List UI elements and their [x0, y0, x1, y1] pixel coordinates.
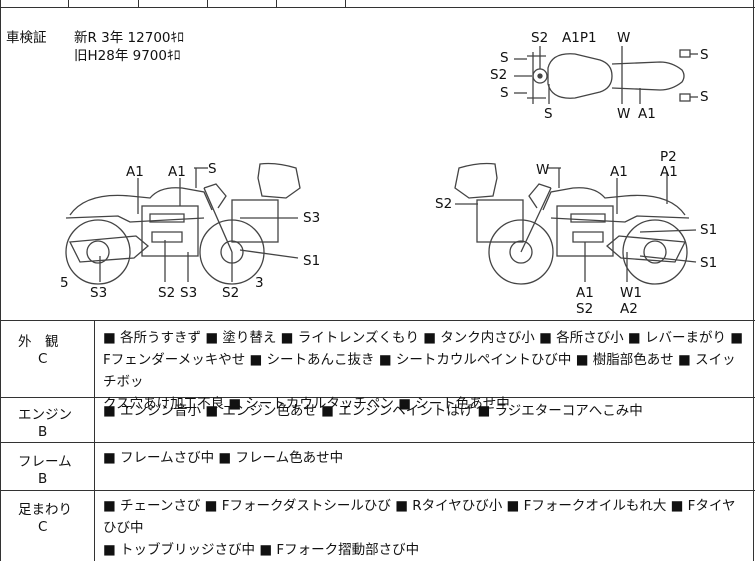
damage-label: W1 [620, 285, 642, 301]
damage-label: W [536, 162, 550, 178]
right-border [753, 0, 754, 561]
damage-label: S2 [531, 30, 549, 46]
damage-label: S1 [700, 255, 718, 271]
category-name-exterior: 外 観 [18, 334, 59, 350]
inspection-old-mileage: 旧H28年 9700ｷﾛ [74, 48, 181, 64]
category-notes-frame: ■ フレームさび中 ■ フレーム色あせ中 [103, 447, 748, 469]
header-divider [0, 7, 755, 8]
category-name-frame: フレーム [18, 454, 72, 470]
row-divider [0, 442, 755, 443]
damage-label: S2 [158, 285, 176, 301]
damage-label: A1 [576, 285, 594, 301]
row-divider [0, 490, 755, 491]
header-cell-divider [345, 0, 346, 7]
category-notes-engine: ■ エンジン音小 ■ エンジン色あせ ■ エンジンペイントはげ ■ ラジエターコ… [103, 400, 748, 422]
category-grade-frame: B [38, 471, 48, 487]
damage-label: A1 [638, 106, 656, 122]
left-side-view-motorcycle [65, 162, 301, 285]
category-notes-suspension: ■ チェーンさび ■ Fフォークダストシールひび ■ Rタイヤひび小 ■ Fフォ… [103, 495, 748, 561]
row-divider [0, 397, 755, 398]
note-line: ■ チェーンさび ■ Fフォークダストシールひび ■ Rタイヤひび小 ■ Fフォ… [103, 498, 736, 536]
damage-label: W [617, 30, 631, 46]
damage-label: S1 [303, 253, 321, 269]
right-side-view-motorcycle [454, 162, 697, 285]
damage-label: A1P1 [562, 30, 597, 46]
damage-label: W [617, 106, 631, 122]
damage-label: A2 [620, 301, 638, 317]
damage-label: A1 [610, 164, 628, 180]
damage-label: S [500, 85, 509, 101]
damage-label: 3 [255, 275, 264, 291]
damage-label: S2 [435, 196, 453, 212]
damage-label: S [500, 50, 509, 66]
top-view-motorcycle [514, 46, 698, 104]
note-line: Fフェンダーメッキやせ ■ シートあんこ抜き ■ シートカウルペイントひび中 ■… [103, 352, 736, 390]
motorcycle-damage-diagram [65, 46, 698, 285]
header-cell-divider [276, 0, 277, 7]
header-cell-divider [138, 0, 139, 7]
damage-label: S1 [700, 222, 718, 238]
damage-label: 5 [60, 275, 69, 291]
category-name-suspension: 足まわり [18, 502, 72, 518]
note-line: ■ フレームさび中 ■ フレーム色あせ中 [103, 450, 344, 466]
left-border [0, 0, 1, 561]
damage-label: A1 [660, 164, 678, 180]
damage-label: S3 [180, 285, 198, 301]
damage-label: S [208, 161, 217, 177]
category-column-divider [94, 320, 95, 561]
note-line: ■ トッブブリッジさび中 ■ Fフォーク摺動部さび中 [103, 542, 420, 558]
inspection-label: 車検証 [6, 30, 47, 46]
note-line: ■ エンジン音小 ■ エンジン色あせ ■ エンジンペイントはげ ■ ラジエターコ… [103, 403, 643, 419]
damage-label: S [544, 106, 553, 122]
header-cell-divider [207, 0, 208, 7]
category-notes-exterior: ■ 各所うすきず ■ 塗り替え ■ ライトレンズくもり ■ タンク内さび小 ■ … [103, 327, 748, 415]
damage-label: S3 [303, 210, 321, 226]
diagram-divider [0, 320, 755, 321]
category-grade-engine: B [38, 424, 48, 440]
damage-label: S [700, 89, 709, 105]
damage-label: A1 [168, 164, 186, 180]
damage-label: S2 [576, 301, 594, 317]
damage-label: S [700, 47, 709, 63]
category-grade-exterior: C [38, 351, 48, 367]
damage-label: S2 [222, 285, 240, 301]
damage-label: S2 [490, 67, 508, 83]
category-grade-suspension: C [38, 519, 48, 535]
note-line: クス穴あけ加工不良 ■ シートカウルタッチペン ■ シート色あせ中 [103, 396, 510, 412]
category-name-engine: エンジン [18, 407, 72, 423]
inspection-new-mileage: 新R 3年 12700ｷﾛ [74, 30, 184, 46]
header-cell-divider [68, 0, 69, 7]
damage-label: P2 [660, 149, 677, 165]
damage-label: S3 [90, 285, 108, 301]
note-line: ■ 各所うすきず ■ 塗り替え ■ ライトレンズくもり ■ タンク内さび小 ■ … [103, 330, 744, 346]
damage-label: A1 [126, 164, 144, 180]
